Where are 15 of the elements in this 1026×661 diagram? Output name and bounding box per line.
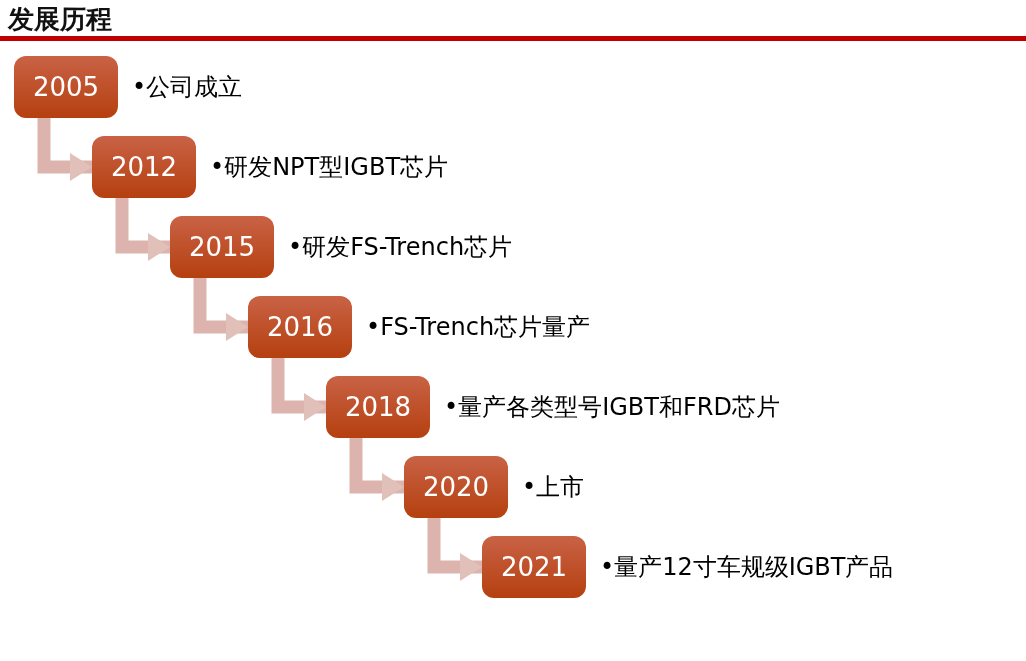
milestone-text: •量产12寸车规级IGBT产品 xyxy=(600,552,894,583)
year-label: 2016 xyxy=(266,312,334,342)
milestone-text: •FS-Trench芯片量产 xyxy=(366,312,591,343)
milestone-text: •公司成立 xyxy=(132,72,243,103)
milestone-text: •量产各类型号IGBT和FRD芯片 xyxy=(444,392,780,423)
year-label: 2015 xyxy=(188,232,256,262)
milestone-text: •研发NPT型IGBT芯片 xyxy=(210,152,449,183)
year-label: 2012 xyxy=(110,152,178,182)
milestone-text: •上市 xyxy=(522,472,585,503)
year-label: 2021 xyxy=(500,552,568,582)
milestone-text: •研发FS-Trench芯片 xyxy=(288,232,513,263)
year-label: 2018 xyxy=(344,392,412,422)
title: 发展历程 xyxy=(8,3,112,36)
year-label: 2005 xyxy=(32,72,100,102)
year-label: 2020 xyxy=(422,472,490,502)
